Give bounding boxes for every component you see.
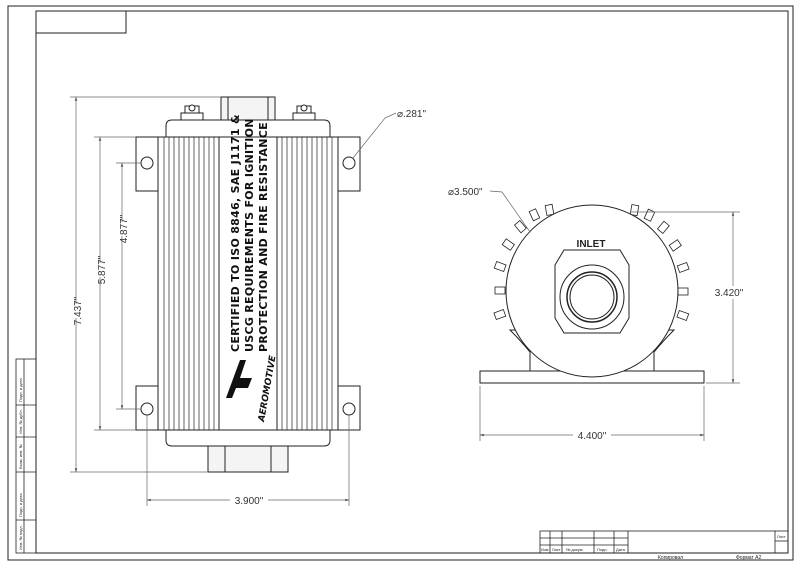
sheet-frame: [7, 5, 794, 561]
tb-doc: № докум.: [566, 547, 584, 552]
dim-hole-diameter: ⌀.281": [397, 109, 426, 120]
stamp-cell-3: Взам. инв. №: [18, 444, 23, 469]
dim-mount-inner: 4.877": [119, 214, 130, 243]
certification-label: CERTIFIED TO ISO 8846, SAE J1171 & USCG …: [229, 114, 270, 352]
pump-end-view: [479, 203, 705, 384]
dim-width-side: 3.900": [235, 496, 264, 507]
tb-date: Дата: [616, 547, 626, 552]
tb-list: Лист: [552, 547, 561, 552]
dim-width-end: 4.400": [578, 431, 607, 442]
tb-izm: Изм: [541, 547, 549, 552]
dim-body-diameter: ⌀3.500": [448, 187, 483, 198]
tb-sheet: Лист: [777, 534, 786, 539]
dim-overall-length: 7.437": [73, 296, 84, 325]
stamp-cell-2: Подп. и дата: [18, 493, 23, 517]
dim-height-end: 3.420": [715, 288, 744, 299]
tb-sign: Подп.: [597, 547, 608, 552]
stamp-cell-1: Инв. № подл.: [18, 525, 23, 550]
side-view-dimensions: [70, 96, 397, 506]
tb-format: Формат A2: [736, 555, 761, 561]
inlet-label: INLET: [577, 239, 606, 250]
dim-mount-outer: 5.877": [97, 255, 108, 284]
side-stamp: [15, 358, 37, 554]
title-block: [539, 530, 789, 554]
stamp-cell-5: Подп. и дата: [18, 378, 23, 402]
stamp-cell-4: Инв. № дубл.: [18, 409, 23, 434]
cert-line-1: CERTIFIED TO ISO 8846, SAE J1171 &: [229, 114, 242, 352]
cert-line-3: PROTECTION AND FIRE RESISTANCE: [257, 122, 270, 352]
tb-copied: Копировал: [658, 555, 683, 561]
cert-line-2: USCG REQUIREMENTS FOR IGNITION: [243, 118, 256, 352]
